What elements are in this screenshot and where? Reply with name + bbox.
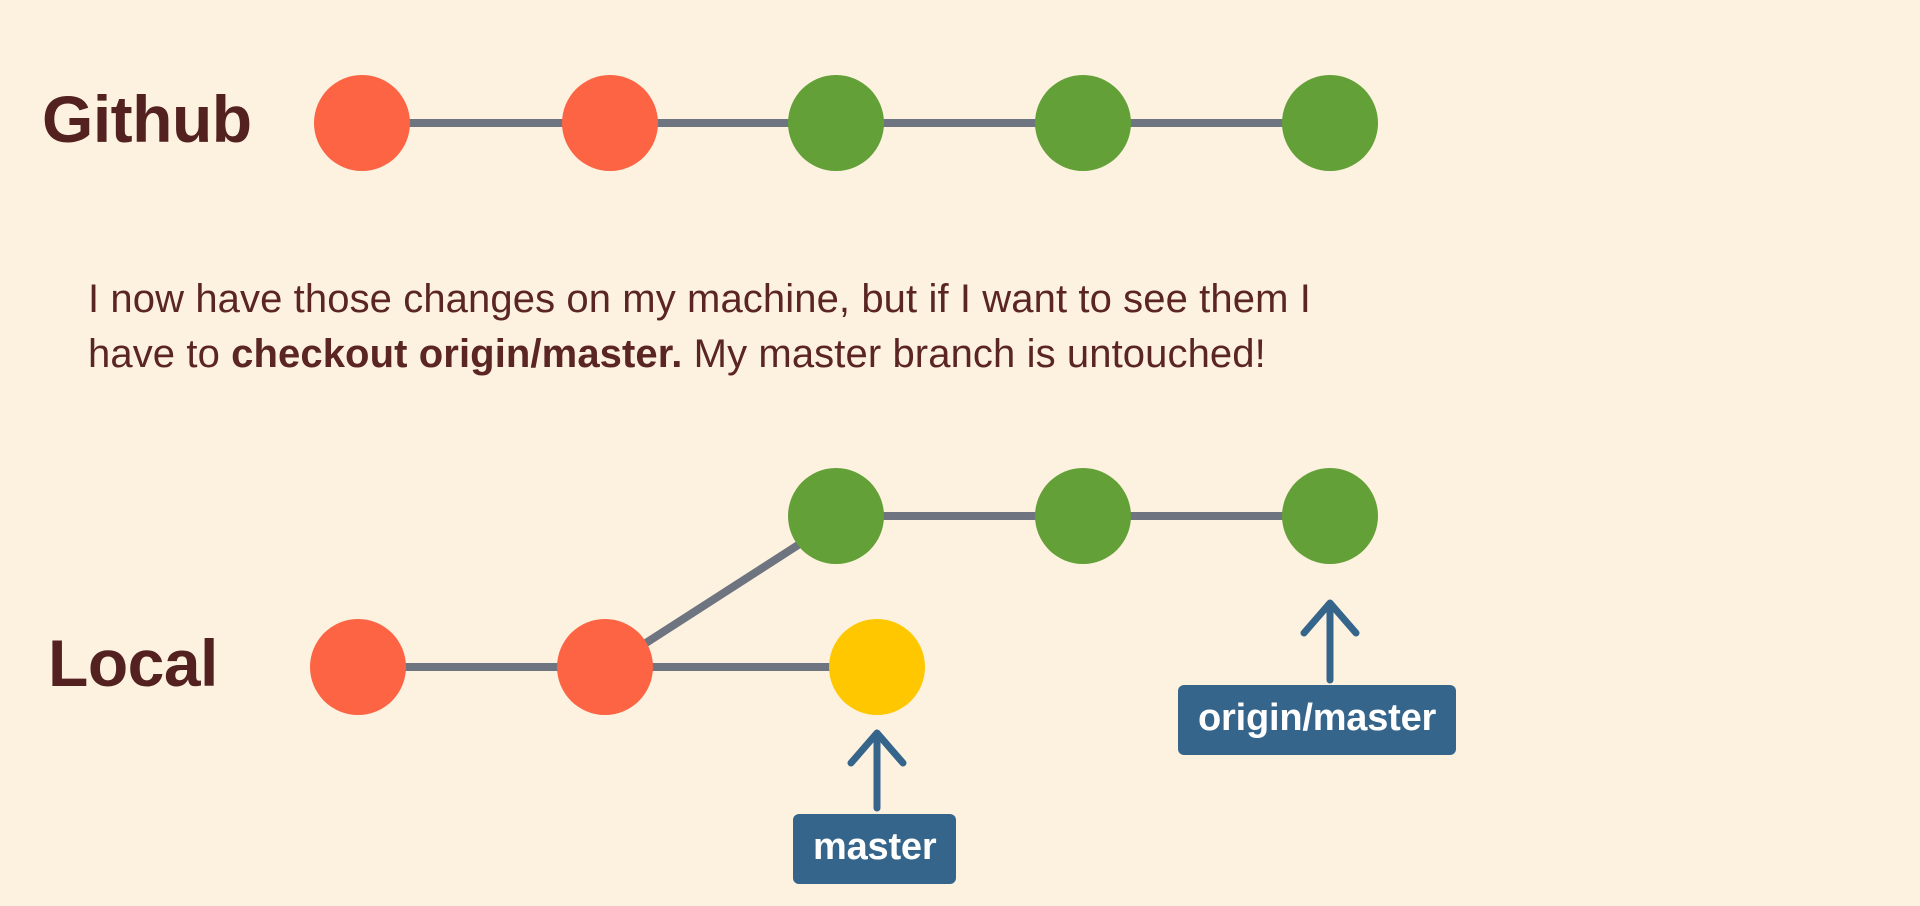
arrow-head-origin-master	[1300, 599, 1360, 637]
github-row-label: Github	[42, 82, 252, 156]
commit-node-local-origin-head	[1282, 468, 1378, 564]
narration-line-2-prefix: have to	[88, 332, 232, 377]
local-row-edges	[358, 512, 1330, 671]
local-row-label: Local	[48, 626, 218, 700]
commit-node-local-fetched-0	[788, 468, 884, 564]
narration-line-1: I now have those changes on my machine, …	[88, 277, 1311, 321]
pointer-arrow-master	[847, 729, 907, 812]
local-row-nodes	[310, 468, 1378, 715]
edge-local-branch-diagonal	[632, 514, 843, 654]
narration-text: I now have those changes on my machine, …	[88, 272, 1648, 382]
commit-node-local-fetched-1	[1035, 468, 1131, 564]
arrow-head-master	[847, 729, 907, 767]
github-row-nodes	[314, 75, 1378, 171]
pointer-arrow-origin-master	[1300, 599, 1360, 684]
commit-node-github-0	[314, 75, 410, 171]
narration-line-2-suffix: My master branch is untouched!	[682, 332, 1266, 377]
branch-badge-master[interactable]: master	[793, 814, 957, 884]
commit-node-github-3	[1035, 75, 1131, 171]
commit-node-github-1	[562, 75, 658, 171]
narration-line-2-emphasis: checkout origin/master.	[231, 332, 683, 377]
commit-node-github-4	[1282, 75, 1378, 171]
branch-badge-origin-master[interactable]: origin/master	[1178, 685, 1457, 755]
commit-node-local-0	[310, 619, 406, 715]
commit-node-local-master-head	[829, 619, 925, 715]
commit-node-local-1	[557, 619, 653, 715]
commit-node-github-2	[788, 75, 884, 171]
